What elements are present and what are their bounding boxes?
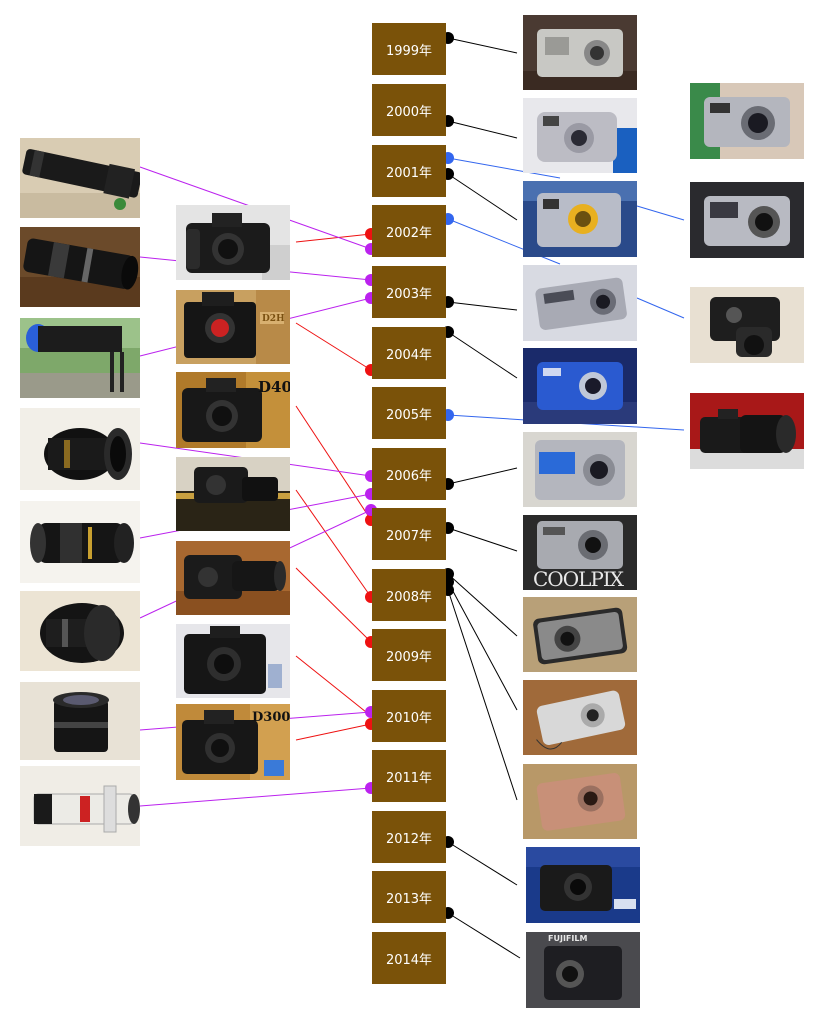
- d300-box-label: D300: [252, 710, 290, 725]
- connector-line: [447, 120, 518, 139]
- year-box-2002: 2002年: [372, 205, 446, 257]
- bridge-2002-photo: [690, 287, 804, 363]
- connector-line: [139, 787, 372, 807]
- bridge-2001a-photo: [690, 83, 804, 159]
- white-telezoom-photo: [20, 766, 140, 846]
- year-box-2012: 2012年: [372, 811, 446, 863]
- dslr-kit-d60-photo: [176, 541, 290, 615]
- year-box-2003: 2003年: [372, 266, 446, 318]
- year-box-2000: 2000年: [372, 84, 446, 136]
- year-box-2011: 2011年: [372, 750, 446, 802]
- connector-line: [447, 37, 518, 54]
- year-box-2006: 2006年: [372, 448, 446, 500]
- compact-2007-photo: COOLPIX: [523, 515, 637, 590]
- fisheye-lens-photo: [20, 591, 140, 671]
- year-label: 2006年: [385, 468, 433, 484]
- connector-line: [447, 331, 518, 379]
- connector-line: [636, 297, 685, 319]
- connector-line: [447, 573, 518, 637]
- year-label: 2014年: [385, 952, 433, 968]
- year-label: 2010年: [385, 710, 433, 726]
- connector-line: [636, 205, 685, 221]
- connector-line: [295, 322, 372, 371]
- dslr-body-d40-photo: D40: [176, 372, 290, 448]
- connector-line: [447, 527, 518, 552]
- connector-line: [447, 912, 521, 959]
- connector-line: [295, 723, 372, 741]
- telezoom-lens-photo: [20, 227, 140, 307]
- dslr-kit-d40x-photo: [176, 457, 290, 531]
- year-box-2005: 2005年: [372, 387, 446, 439]
- connector-line: [447, 467, 518, 485]
- year-box-1999: 1999年: [372, 23, 446, 75]
- year-box-2007: 2007年: [372, 508, 446, 560]
- year-label: 2009年: [385, 649, 433, 665]
- compact-2008c-photo: [523, 764, 637, 839]
- bridge-2001b-photo: [690, 182, 804, 258]
- year-label: 2007年: [385, 528, 433, 544]
- standard-zoom-photo: [20, 501, 140, 583]
- compact-2000-photo: [523, 98, 637, 173]
- compact-2004-photo: [523, 348, 637, 424]
- connector-line: [295, 567, 372, 643]
- fujifilm-label: FUJIFILM: [548, 934, 588, 943]
- bridge-2005-photo: [690, 393, 804, 469]
- d40-box-label: D40: [258, 378, 290, 396]
- connector-line: [447, 589, 518, 801]
- connector-line: [447, 841, 518, 886]
- telephoto-lens-photo: [20, 138, 140, 218]
- compact-2003-photo: [523, 265, 637, 341]
- dslr-body-d300-photo: D300: [176, 704, 290, 780]
- compact-2012-photo: [526, 847, 640, 923]
- supertele-lens-photo: [20, 318, 140, 398]
- compact-2001-photo: [523, 181, 637, 257]
- connector-line: [295, 655, 372, 717]
- year-box-2013: 2013年: [372, 871, 446, 923]
- compact-connector-lines: [447, 37, 521, 959]
- year-label: 2001年: [385, 165, 433, 181]
- compact-2006-photo: [523, 432, 637, 507]
- dslr-body-d3-photo: [176, 624, 290, 698]
- connector-line: [295, 489, 372, 598]
- connector-line: [295, 233, 372, 243]
- year-box-2009: 2009年: [372, 629, 446, 681]
- dslr-body-d2h-photo: D2H: [176, 290, 290, 364]
- year-box-2001: 2001年: [372, 145, 446, 197]
- year-label: 2011年: [385, 770, 433, 786]
- year-label: 2005年: [385, 407, 433, 423]
- connector-line: [447, 581, 518, 711]
- compact-1999-photo: [523, 15, 637, 90]
- connector-line: [295, 405, 372, 521]
- connector-line: [447, 173, 518, 221]
- compact-2014-photo: FUJIFILM: [526, 932, 640, 1008]
- year-label: 2008年: [385, 589, 433, 605]
- compact-2008b-photo: [523, 680, 637, 755]
- year-label: 2004年: [385, 347, 433, 363]
- year-label: 2013年: [385, 891, 433, 907]
- year-label: 2002年: [385, 225, 433, 241]
- connector-line: [447, 157, 561, 179]
- compact-2008a-photo: [523, 597, 637, 672]
- zoom-lens-photo: [20, 408, 140, 490]
- year-box-2008: 2008年: [372, 569, 446, 621]
- coolpix-label: COOLPIX: [533, 567, 624, 590]
- year-label: 2012年: [385, 831, 433, 847]
- year-label: 2003年: [385, 286, 433, 302]
- year-box-2004: 2004年: [372, 327, 446, 379]
- year-label: 1999年: [385, 43, 433, 59]
- year-box-2014: 2014年: [372, 932, 446, 984]
- body-connector-lines: [295, 233, 372, 741]
- year-label: 2000年: [385, 104, 433, 120]
- wide-zoom-photo: [20, 682, 140, 760]
- d2h-box-label: D2H: [262, 314, 285, 324]
- connector-line: [447, 301, 518, 311]
- year-box-2010: 2010年: [372, 690, 446, 742]
- dslr-body-d70-photo: [176, 205, 290, 280]
